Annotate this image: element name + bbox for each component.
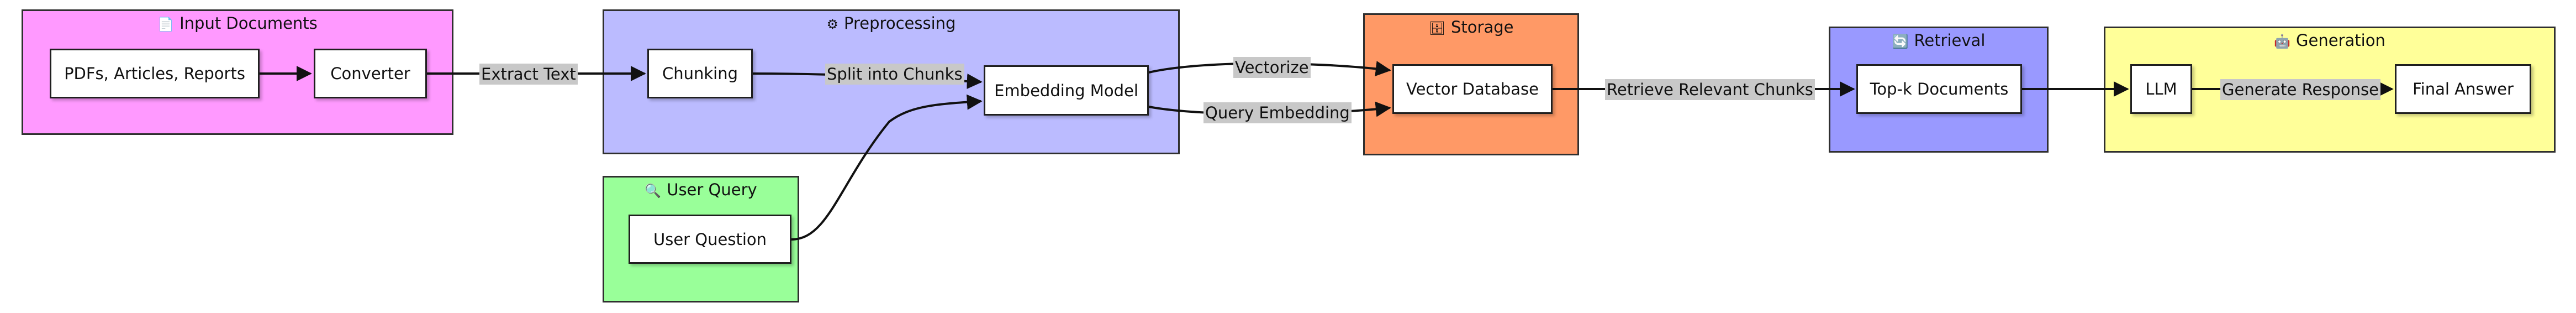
robot-icon: 🤖 xyxy=(2274,34,2291,49)
edge-label-extract-text: Extract Text xyxy=(479,64,578,85)
node-pdfs-articles-reports: PDFs, Articles, Reports xyxy=(50,49,260,98)
cluster-title-user-query: User Query xyxy=(667,180,757,199)
document-icon: 📄 xyxy=(157,17,175,32)
cluster-title-storage: Storage xyxy=(1451,18,1514,36)
node-chunking: Chunking xyxy=(647,49,753,98)
cluster-title-input: Input Documents xyxy=(180,14,318,33)
gear-icon: ⚙ xyxy=(826,17,839,32)
node-top-k-documents: Top-k Documents xyxy=(1856,64,2022,114)
edge-label-generate-response: Generate Response xyxy=(2220,79,2380,100)
node-vector-database: Vector Database xyxy=(1392,64,1553,114)
node-user-question: User Question xyxy=(629,215,791,264)
refresh-icon: 🔄 xyxy=(1892,34,1909,49)
database-icon: 🗄 xyxy=(1428,20,1445,36)
edge-label-vectorize: Vectorize xyxy=(1233,57,1311,78)
magnifier-icon: 🔍 xyxy=(645,183,662,199)
node-embedding-model: Embedding Model xyxy=(984,65,1149,116)
node-final-answer: Final Answer xyxy=(2395,64,2531,114)
node-converter: Converter xyxy=(314,49,427,98)
edge-label-query-embedding: Query Embedding xyxy=(1203,102,1352,123)
cluster-title-preprocessing: Preprocessing xyxy=(844,14,956,33)
edge-label-split-chunks: Split into Chunks xyxy=(825,64,964,85)
cluster-title-generation: Generation xyxy=(2296,31,2385,50)
cluster-title-retrieval: Retrieval xyxy=(1914,31,1986,50)
edge-label-retrieve-chunks: Retrieve Relevant Chunks xyxy=(1605,79,1815,100)
node-llm: LLM xyxy=(2130,64,2192,114)
edge-question-embedding xyxy=(791,94,983,241)
